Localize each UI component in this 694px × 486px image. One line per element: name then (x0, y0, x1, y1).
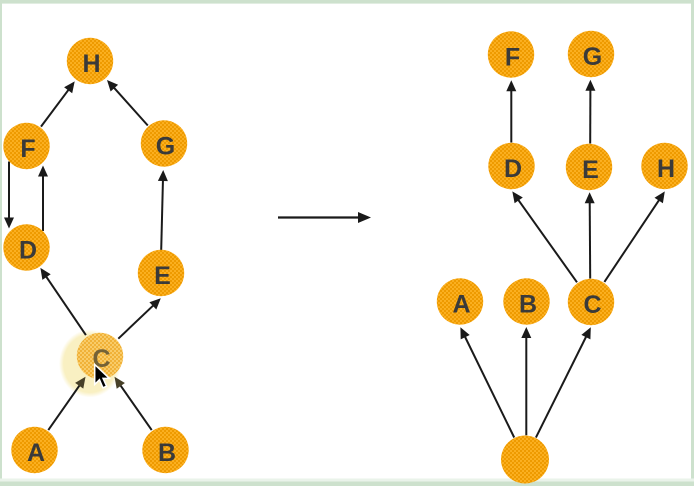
svg-text:A: A (452, 291, 470, 319)
svg-text:D: D (504, 155, 522, 183)
svg-text:E: E (582, 156, 599, 184)
svg-text:H: H (657, 155, 675, 183)
svg-text:G: G (583, 43, 602, 71)
svg-text:C: C (583, 291, 601, 319)
svg-text:B: B (158, 439, 176, 467)
svg-text:G: G (156, 133, 175, 161)
svg-text:E: E (154, 262, 171, 290)
svg-text:H: H (82, 50, 100, 78)
svg-text:D: D (19, 237, 37, 265)
svg-text:B: B (519, 291, 537, 319)
svg-text:A: A (27, 439, 45, 467)
svg-text:F: F (505, 44, 520, 72)
svg-text:F: F (20, 135, 35, 163)
